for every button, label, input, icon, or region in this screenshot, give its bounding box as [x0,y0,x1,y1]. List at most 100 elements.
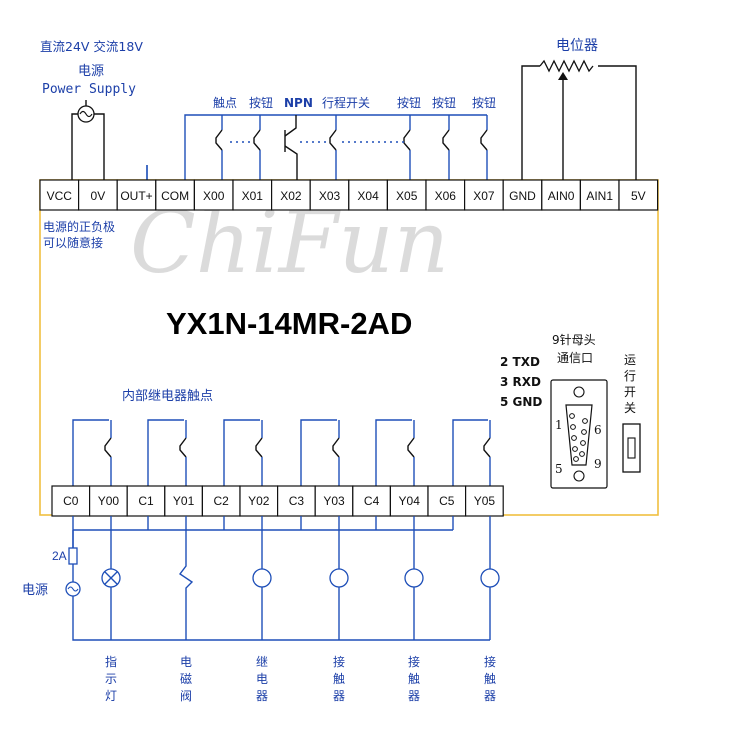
bottom-terminal-c2 [201,485,241,517]
bottom-terminal-label: Y03 [323,494,345,508]
load-0: 指示灯 [101,516,121,703]
top-terminal-label: X06 [435,189,457,203]
top-terminal-vcc [39,179,80,211]
bottom-terminal-c5 [427,485,467,517]
top-terminal-label: VCC [47,189,73,203]
serial-pin-txd: 2 TXD [500,355,540,369]
top-terminal-label: X02 [280,189,302,203]
load-label-1: 电磁阀 [180,655,192,703]
top-terminal-ain1 [579,179,620,211]
input-label-npn: NPN [284,96,313,110]
load-label-3: 接触器 [333,654,345,703]
load-label-0: 指示灯 [105,654,117,703]
run-switch-label: 运行开关 [624,353,636,415]
bottom-terminal-label: Y01 [173,494,195,508]
bottom-terminal-label: Y02 [248,494,270,508]
top-terminal-label: AIN1 [586,189,613,203]
bottom-terminal-label: C1 [138,494,154,508]
top-terminal-label: GND [509,189,536,203]
power-supply-label-en: Power Supply [42,82,136,97]
bottom-terminal-label: C4 [364,494,380,508]
potentiometer-label: 电位器 [556,38,598,54]
top-terminal-x04 [348,179,388,211]
load-2: 继电器 [252,516,272,703]
top-terminal-label: X01 [242,189,264,203]
input-label-button-3: 按钮 [432,95,456,110]
relay-contact-5 [452,419,491,486]
top-terminal-com [155,179,196,211]
top-terminal-label: COM [161,189,189,203]
power-note-line-1: 电源的正负极 [43,219,115,234]
serial-pin-rxd: 3 RXD [500,375,541,389]
fuse-label: 2A [52,549,67,563]
top-terminal-5v [618,179,659,211]
top-terminal-0v [77,179,118,211]
top-terminal-x05 [386,179,427,211]
top-terminal-strip: VCC 0V OUT+ COM X00 X01 X02 X03 X04 X05 X06 X07 GND A… [39,179,659,211]
potentiometer-symbol [521,59,637,180]
top-terminal-label: X00 [203,189,225,203]
input-label-button-1: 按钮 [249,95,273,110]
fuse [68,547,78,565]
db9-pin-9: 9 [594,457,602,471]
bottom-terminal-y03 [314,485,354,517]
top-terminal-label: X03 [319,189,341,203]
output-relay-contacts [72,419,491,486]
top-terminal-label: X07 [473,189,495,203]
serial-port-title-2: 通信口 [557,351,593,365]
load-4: 接触器 [404,516,424,703]
bottom-terminal-label: Y04 [399,494,421,508]
bottom-terminal-label: Y00 [98,494,120,508]
db9-pin-5: 5 [555,462,563,476]
bottom-terminal-y00 [88,485,128,517]
top-terminal-label: X05 [396,189,418,203]
input-label-button-4: 按钮 [472,95,496,110]
run-switch [622,423,641,473]
top-terminal-x07 [464,179,504,211]
power-spec-label: 直流24V 交流18V [40,39,143,54]
load-label-4: 接触器 [408,654,420,703]
bottom-power-label: 电源 [22,583,48,598]
bottom-terminal-y01 [164,485,204,517]
db9-pin-1: 1 [555,418,563,432]
load-5: 接触器 [480,516,500,703]
output-wiring [65,516,490,641]
top-terminal-label: X04 [357,189,379,203]
power-note-line-2: 可以随意接 [43,235,103,250]
top-terminal-x01 [232,179,273,211]
load-3: 接触器 [329,516,349,703]
bottom-terminal-label: Y05 [474,494,496,508]
bottom-terminal-y05 [465,485,504,517]
bottom-terminal-label: C5 [439,494,455,508]
top-terminal-label: 0V [91,189,106,203]
serial-port-title-1: 9针母头 [552,332,596,347]
svg-text:运行开关: 运行开关 [624,353,636,415]
output-loads: 指示灯 电磁阀 继电器 接触器 接触器 接触器 [101,516,500,703]
bottom-terminal-label: C2 [214,494,230,508]
load-label-5: 接触器 [484,654,496,703]
top-terminal-out-plus [116,179,157,211]
relay-contact-4 [375,419,415,486]
load-label-2: 继电器 [256,655,268,703]
relay-contact-1 [147,419,187,486]
load-1: 电磁阀 [178,516,194,703]
top-terminal-x03 [309,179,350,211]
serial-pin-gnd: 5 GND [500,395,542,409]
relay-contact-2 [223,419,263,486]
top-terminal-ain0 [541,179,581,211]
relay-contact-3 [300,419,340,486]
top-terminal-label: 5V [631,189,646,203]
input-label-limit-switch: 行程开关 [322,95,370,110]
top-terminal-label: OUT+ [120,189,152,203]
bottom-terminal-strip: C0 Y00 C1 Y01 C2 Y02 C3 Y03 C4 Y04 C5 Y05 [51,485,504,517]
relay-contact-0 [72,419,112,486]
bottom-terminal-label: C3 [289,494,305,508]
bottom-terminal-label: C0 [63,494,79,508]
model-name: YX1N-14MR-2AD [166,306,412,341]
input-label-button-2: 按钮 [397,95,421,110]
bottom-terminal-c4 [352,485,391,517]
power-supply-label-cn: 电源 [78,64,104,79]
db9-connector [550,379,608,489]
input-label-contact: 触点 [213,96,237,110]
